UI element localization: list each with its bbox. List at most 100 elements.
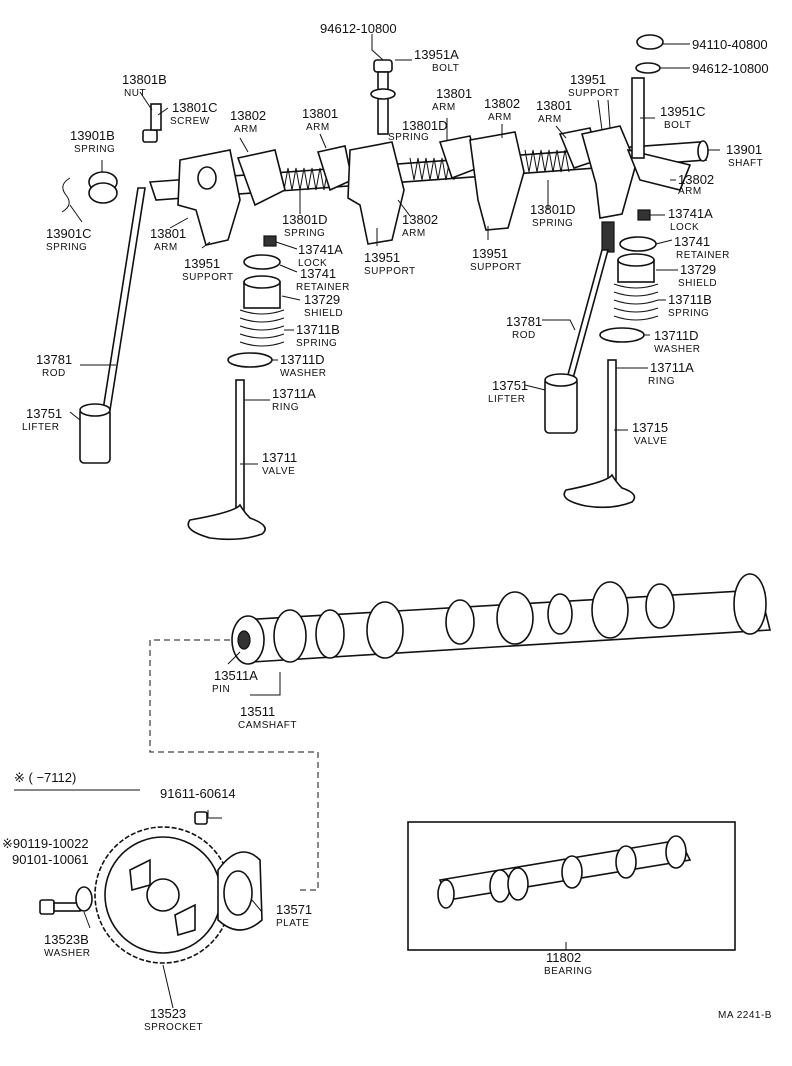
svg-text:SPRING: SPRING <box>388 132 429 143</box>
callout-13511A-pin: 13511A PIN <box>212 668 258 695</box>
callout-13729-shield-b: 13729 SHIELD <box>678 262 717 289</box>
svg-text:13511: 13511 <box>240 704 275 719</box>
svg-text:11802: 11802 <box>546 950 581 965</box>
svg-text:13951: 13951 <box>364 250 400 265</box>
callout-94110: 94110-40800 <box>692 37 768 52</box>
svg-text:ARM: ARM <box>488 112 512 123</box>
svg-text:BOLT: BOLT <box>432 63 459 74</box>
svg-text:94612-10800: 94612-10800 <box>692 61 769 76</box>
svg-text:13802: 13802 <box>402 212 438 227</box>
callout-94612-top: 94612-10800 <box>320 21 397 36</box>
svg-text:SPRING: SPRING <box>532 218 573 229</box>
callout-13901B-spring: 13901B SPRING <box>70 128 115 155</box>
callout-13951-support-d: 13951 SUPPORT <box>470 246 522 273</box>
rocker-shaft-assembly <box>61 34 709 253</box>
svg-text:13711D: 13711D <box>280 352 325 367</box>
svg-text:13729: 13729 <box>304 292 340 307</box>
svg-text:SPRING: SPRING <box>74 144 115 155</box>
svg-text:ARM: ARM <box>154 242 178 253</box>
callout-13781-rod-a: 13781 ROD <box>36 352 72 379</box>
camshaft <box>149 573 772 891</box>
left-valve-train <box>79 187 285 541</box>
svg-text:13741A: 13741A <box>668 206 713 221</box>
svg-text:SUPPORT: SUPPORT <box>568 88 620 99</box>
svg-text:13571: 13571 <box>276 902 312 917</box>
svg-text:13801: 13801 <box>302 106 338 121</box>
callout-13781-rod-b: 13781 ROD <box>506 314 542 341</box>
svg-text:13802: 13802 <box>484 96 520 111</box>
svg-text:※90119-10022: ※90119-10022 <box>2 836 89 851</box>
svg-text:VALVE: VALVE <box>634 436 667 447</box>
callout-13511-camshaft: 13511 CAMSHAFT <box>238 704 297 731</box>
svg-text:SHAFT: SHAFT <box>728 158 763 169</box>
callout-13729-shield-a: 13729 SHIELD <box>304 292 343 319</box>
callout-13523B-washer: 13523B WASHER <box>44 932 90 959</box>
svg-text:SUPPORT: SUPPORT <box>470 262 522 273</box>
callout-13951-support-b: 13951 SUPPORT <box>364 250 415 277</box>
callout-13751-lifter-a: 13751 LIFTER <box>22 406 62 433</box>
svg-text:13751: 13751 <box>26 406 62 421</box>
svg-text:13523: 13523 <box>150 1006 186 1021</box>
callout-13901C-spring: 13901C SPRING <box>46 226 92 253</box>
svg-text:13801D: 13801D <box>530 202 576 217</box>
callout-13711D-washer-b: 13711D WASHER <box>654 328 700 355</box>
callout-13801-arm-a: 13801 ARM <box>302 106 338 133</box>
svg-text:SPRING: SPRING <box>46 242 87 253</box>
right-valve-train <box>544 236 659 509</box>
callout-13711B-spring-b: 13711B SPRING <box>668 292 712 319</box>
sprocket-assembly <box>39 811 263 964</box>
svg-text:13711B: 13711B <box>668 292 712 307</box>
callout-13741-retainer-a: 13741 RETAINER <box>296 266 350 293</box>
callout-13802-arm-d: 13802 ARM <box>402 212 438 239</box>
callout-13951-support-c: 13951 SUPPORT <box>182 256 234 283</box>
callout-13801B-nut: 13801B NUT <box>122 72 167 99</box>
svg-text:13781: 13781 <box>36 352 72 367</box>
svg-text:ARM: ARM <box>234 124 258 135</box>
svg-text:13801D: 13801D <box>402 118 448 133</box>
svg-text:13711D: 13711D <box>654 328 699 343</box>
drawing-code: MA 2241-B <box>718 1010 772 1021</box>
svg-text:SPRING: SPRING <box>668 308 709 319</box>
svg-text:13801: 13801 <box>536 98 572 113</box>
svg-text:NUT: NUT <box>124 88 146 99</box>
callout-90119: ※90119-10022 <box>2 836 89 851</box>
svg-text:13801C: 13801C <box>172 100 218 115</box>
callout-11802-bearing: 11802 BEARING <box>544 950 592 977</box>
svg-text:13711B: 13711B <box>296 322 340 337</box>
callout-13741-retainer-b: 13741 RETAINER <box>674 234 729 261</box>
svg-text:SHIELD: SHIELD <box>678 278 717 289</box>
svg-text:13711A: 13711A <box>272 386 316 401</box>
svg-text:13711: 13711 <box>262 450 297 465</box>
svg-text:13901: 13901 <box>726 142 762 157</box>
callout-13741A-lock-a: 13741A LOCK <box>298 242 343 269</box>
svg-text:SPROCKET: SPROCKET <box>144 1022 203 1033</box>
callout-13801C-screw: 13801C SCREW <box>170 100 218 127</box>
svg-text:13951: 13951 <box>472 246 508 261</box>
svg-text:SCREW: SCREW <box>170 116 210 127</box>
svg-text:ROD: ROD <box>42 368 66 379</box>
svg-text:94110-40800: 94110-40800 <box>692 37 768 52</box>
callout-13801-arm-d: 13801 ARM <box>150 226 186 253</box>
svg-text:RING: RING <box>648 376 675 387</box>
callout-13951A-bolt: 13951A BOLT <box>414 47 459 74</box>
svg-text:RETAINER: RETAINER <box>296 282 350 293</box>
callout-13523-sprocket: 13523 SPROCKET <box>144 1006 203 1033</box>
callout-13901-shaft: 13901 SHAFT <box>726 142 763 169</box>
svg-text:94612-10800: 94612-10800 <box>320 21 397 36</box>
callout-13802-arm-b: 13802 ARM <box>484 96 520 123</box>
svg-text:ARM: ARM <box>402 228 426 239</box>
callout-labels: 94612-10800 13951A BOLT 94110-40800 9461… <box>2 21 772 1033</box>
svg-text:13951A: 13951A <box>414 47 459 62</box>
svg-text:SUPPORT: SUPPORT <box>182 272 234 283</box>
svg-text:ARM: ARM <box>432 102 456 113</box>
callout-13802-arm-c: 13802 ARM <box>678 172 714 197</box>
svg-text:13951: 13951 <box>570 72 606 87</box>
svg-text:13802: 13802 <box>678 172 714 187</box>
callout-90101: 90101-10061 <box>12 852 89 867</box>
svg-text:13801: 13801 <box>150 226 186 241</box>
svg-text:LOCK: LOCK <box>298 258 327 269</box>
callout-13711B-spring-a: 13711B SPRING <box>296 322 340 349</box>
svg-text:13781: 13781 <box>506 314 542 329</box>
callout-13801D-spring-a: 13801D SPRING <box>388 118 448 143</box>
